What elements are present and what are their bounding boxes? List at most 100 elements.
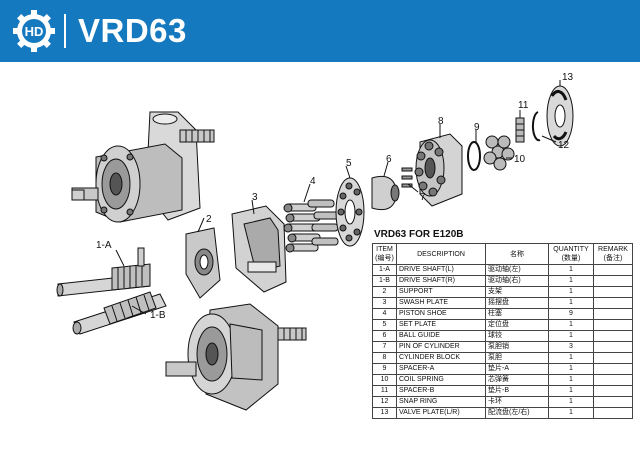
callout-12: 12 xyxy=(558,140,570,151)
cell-name: 卡环 xyxy=(485,396,549,408)
cell-item: 11 xyxy=(372,385,397,397)
cell-quantity: 1 xyxy=(548,352,594,364)
cell-name: 芯弹簧 xyxy=(485,374,549,386)
swash-plate-part-3 xyxy=(231,205,287,293)
cell-item: 4 xyxy=(372,308,397,320)
cell-remark xyxy=(593,319,633,331)
cell-description: COIL SPRING xyxy=(396,374,486,386)
header-remark: REMARK (备注) xyxy=(593,243,633,265)
cell-remark xyxy=(593,374,633,386)
ball-guide-part-6 xyxy=(371,175,400,211)
callout-11: 11 xyxy=(518,100,529,111)
header-bar: HD VRD63 xyxy=(0,0,640,62)
header-quantity: QUANTITY (数量) xyxy=(548,243,594,265)
parts-table: ITEM (编号) DESCRIPTION 名称 QUANTITY (数量) R… xyxy=(372,243,633,419)
cell-name: 垫片-B xyxy=(485,385,549,397)
cell-remark xyxy=(593,396,633,408)
leader-lines xyxy=(115,80,561,315)
callout-2: 2 xyxy=(206,214,212,225)
drive-shaft-1b xyxy=(72,291,167,335)
cell-remark xyxy=(593,385,633,397)
header-description: DESCRIPTION xyxy=(396,243,486,265)
valve-plate-part-13 xyxy=(546,85,574,147)
cell-quantity: 1 xyxy=(548,319,594,331)
cell-item: 1-B xyxy=(372,275,397,287)
cell-name: 支架 xyxy=(485,286,549,298)
logo-divider xyxy=(64,14,66,48)
callout-13: 13 xyxy=(562,72,574,83)
cell-quantity: 9 xyxy=(548,308,594,320)
snap-ring-part-12 xyxy=(531,111,541,142)
support-part-2 xyxy=(185,227,221,299)
cell-item: 2 xyxy=(372,286,397,298)
logo-text: HD xyxy=(25,24,44,39)
cylinder-block-part-8 xyxy=(414,133,463,207)
cell-item: 3 xyxy=(372,297,397,309)
cell-name: 柱塞 xyxy=(485,308,549,320)
cell-description: CYLINDER BLOCK xyxy=(396,352,486,364)
page-title: VRD63 xyxy=(78,12,187,49)
cell-quantity: 1 xyxy=(548,275,594,287)
cell-item: 8 xyxy=(372,352,397,364)
cell-remark xyxy=(593,275,633,287)
header-item: ITEM (编号) xyxy=(372,243,397,265)
callout-9: 9 xyxy=(474,122,480,133)
cell-description: DRIVE SHAFT(R) xyxy=(396,275,486,287)
callout-7: 7 xyxy=(420,192,426,203)
cell-remark xyxy=(593,264,633,276)
cell-quantity: 3 xyxy=(548,341,594,353)
cell-remark xyxy=(593,308,633,320)
cell-description: DRIVE SHAFT(L) xyxy=(396,264,486,276)
cell-quantity: 1 xyxy=(548,385,594,397)
cell-item: 10 xyxy=(372,374,397,386)
callout-4: 4 xyxy=(310,176,316,187)
cell-item: 1-A xyxy=(372,264,397,276)
callout-8: 8 xyxy=(438,116,444,127)
cell-remark xyxy=(593,363,633,375)
cell-name: 配流盘(左/右) xyxy=(485,407,549,419)
cell-description: SPACER-B xyxy=(396,385,486,397)
cell-name: 垫片-A xyxy=(485,363,549,375)
cell-item: 6 xyxy=(372,330,397,342)
cell-item: 5 xyxy=(372,319,397,331)
cell-description: PISTON SHOE xyxy=(396,308,486,320)
exploded-parts-diagram: 1-A 1-B 2 3 4 5 6 7 8 9 10 11 12 13 xyxy=(56,72,574,411)
set-plate-part-5 xyxy=(335,177,365,247)
cell-description: PIN OF CYLINDER xyxy=(396,341,486,353)
cell-item: 12 xyxy=(372,396,397,408)
hd-gear-logo-icon: HD xyxy=(13,10,55,52)
spacer-a-part-9 xyxy=(467,141,481,171)
upper-shaft xyxy=(71,189,85,201)
callout-1b: 1-B xyxy=(150,310,166,321)
piston-shoes-part-4 xyxy=(283,199,341,253)
header-name: 名称 xyxy=(485,243,549,265)
cell-name: 泵胆销 xyxy=(485,341,549,353)
cell-remark xyxy=(593,341,633,353)
cell-description: BALL GUIDE xyxy=(396,330,486,342)
cell-quantity: 1 xyxy=(548,297,594,309)
cell-description: SWASH PLATE xyxy=(396,297,486,309)
cell-name: 定位盘 xyxy=(485,319,549,331)
cell-remark xyxy=(593,352,633,364)
cell-quantity: 1 xyxy=(548,286,594,298)
callout-10: 10 xyxy=(514,154,526,165)
callout-3: 3 xyxy=(252,192,258,203)
cell-name: 驱动轴(右) xyxy=(485,275,549,287)
cell-description: SUPPORT xyxy=(396,286,486,298)
cell-quantity: 1 xyxy=(548,407,594,419)
callout-labels: 1-A 1-B 2 3 4 5 6 7 8 9 10 11 12 13 xyxy=(96,72,574,321)
cell-item: 9 xyxy=(372,363,397,375)
